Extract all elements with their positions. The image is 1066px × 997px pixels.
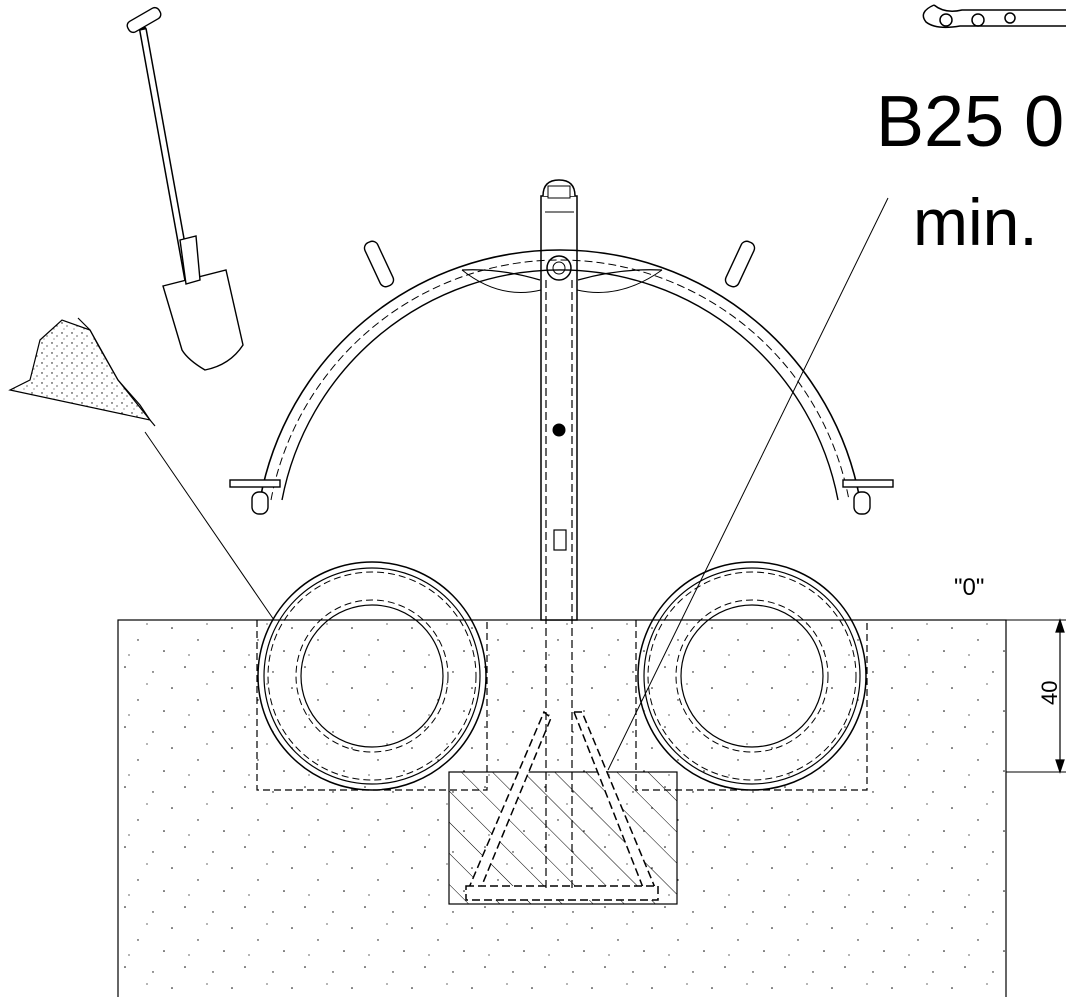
ground-level-label: "0" (954, 574, 984, 601)
min-depth-label: min. (913, 185, 1038, 259)
shovel-icon (126, 6, 244, 371)
sand-pile-icon (8, 317, 156, 427)
tyre-right (637, 561, 867, 791)
arch (259, 249, 861, 501)
leader-lines (144, 197, 889, 771)
depth-dimension-label: 40 (1037, 681, 1062, 705)
arch-handles (229, 240, 894, 515)
tyre-left (257, 561, 487, 791)
depth-dimension (1055, 618, 1065, 774)
anchor-legs (465, 710, 659, 901)
central-post (540, 179, 578, 890)
excavation-outline (256, 620, 868, 791)
logo-fragment (922, 4, 1066, 29)
concrete-foundation (448, 771, 678, 905)
concrete-grade-label: B25 0 (876, 82, 1064, 162)
